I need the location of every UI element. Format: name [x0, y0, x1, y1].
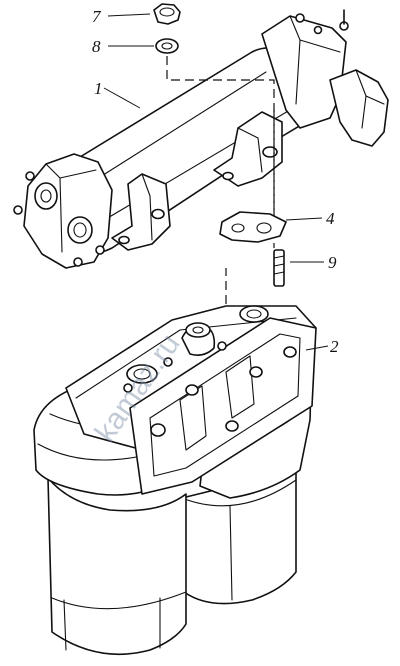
callout-8: 8 — [92, 37, 101, 56]
callout-1: 1 — [94, 79, 103, 98]
stud-part — [273, 249, 285, 287]
oil-cooler-body — [13, 9, 389, 269]
callout-4: 4 — [326, 209, 335, 228]
callout-2: 2 — [330, 337, 339, 356]
callout-leaders — [103, 13, 329, 351]
callout-7: 7 — [92, 7, 102, 26]
nut-part — [153, 3, 181, 25]
washer-part — [155, 38, 179, 54]
filter-housing-body — [33, 305, 317, 656]
gasket-part — [219, 211, 287, 243]
callout-9: 9 — [328, 253, 337, 272]
